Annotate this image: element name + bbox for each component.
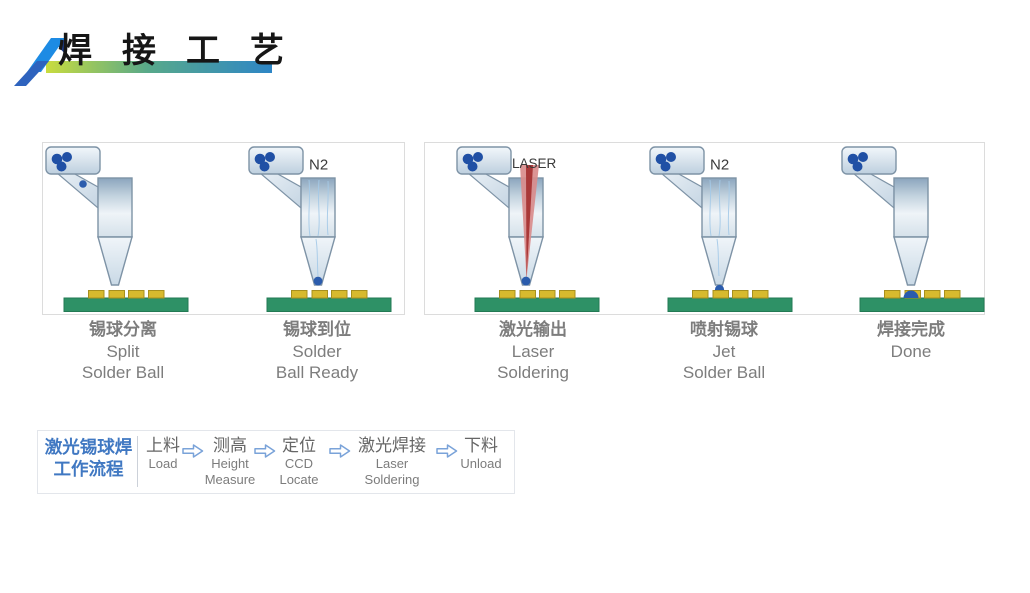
pcb — [859, 297, 985, 312]
flow-arrow-icon — [329, 444, 351, 458]
flow-arrow-icon — [254, 444, 276, 458]
diagram-laser-output: LASER — [456, 146, 600, 312]
workflow-box — [37, 430, 515, 494]
laser-beam-core — [526, 165, 533, 279]
feed-tube — [851, 172, 895, 210]
diagram-jet-solder-ball: N2 — [649, 146, 793, 312]
nozzle-cone — [97, 236, 133, 286]
flow-arrow-icon — [182, 444, 204, 458]
solder-balls-icon — [51, 152, 72, 172]
diagram-done — [841, 146, 985, 312]
nozzle-cone — [300, 236, 336, 286]
gas-flow-lines — [709, 179, 730, 277]
workflow-title: 激光锡球焊工作流程 — [44, 437, 133, 479]
ball-at-tip — [313, 276, 323, 286]
pads — [291, 290, 368, 299]
solder-balls-icon — [462, 152, 483, 172]
ball-at-tip — [521, 276, 531, 286]
nozzle-cone — [701, 236, 737, 286]
ball-in-tube — [79, 180, 87, 188]
nozzle-body — [893, 177, 929, 238]
nozzle-body — [701, 177, 737, 238]
n2-label: N2 — [710, 157, 729, 174]
pcb — [667, 297, 793, 312]
feed-tube — [258, 172, 302, 210]
pads — [692, 290, 769, 299]
diagram-solder-ball-ready: N2 — [248, 146, 392, 312]
nozzle-body — [97, 177, 133, 238]
pcb — [474, 297, 600, 312]
pads — [88, 290, 165, 299]
pcb — [266, 297, 392, 312]
title-gradient-bar — [46, 61, 272, 73]
nozzle-cone — [893, 236, 929, 286]
workflow-divider — [137, 436, 138, 487]
solder-balls-icon — [254, 152, 275, 172]
nozzle-body — [300, 177, 336, 238]
page-title: 焊接工艺 — [58, 31, 314, 70]
solder-balls-icon — [655, 152, 676, 172]
logo-icon — [14, 38, 65, 86]
feed-tube — [55, 172, 99, 210]
n2-label: N2 — [309, 157, 328, 174]
flow-arrow-icon — [436, 444, 458, 458]
pads — [499, 290, 576, 299]
feed-tube — [466, 172, 510, 210]
laser-label: LASER — [512, 156, 557, 171]
diagram-split-solder-ball — [45, 146, 189, 312]
pads — [884, 290, 961, 299]
welded-ball-dome — [903, 290, 919, 298]
solder-balls-icon — [847, 152, 868, 172]
feed-tube — [659, 172, 703, 210]
pcb — [63, 297, 189, 312]
gas-flow-lines — [308, 179, 329, 277]
